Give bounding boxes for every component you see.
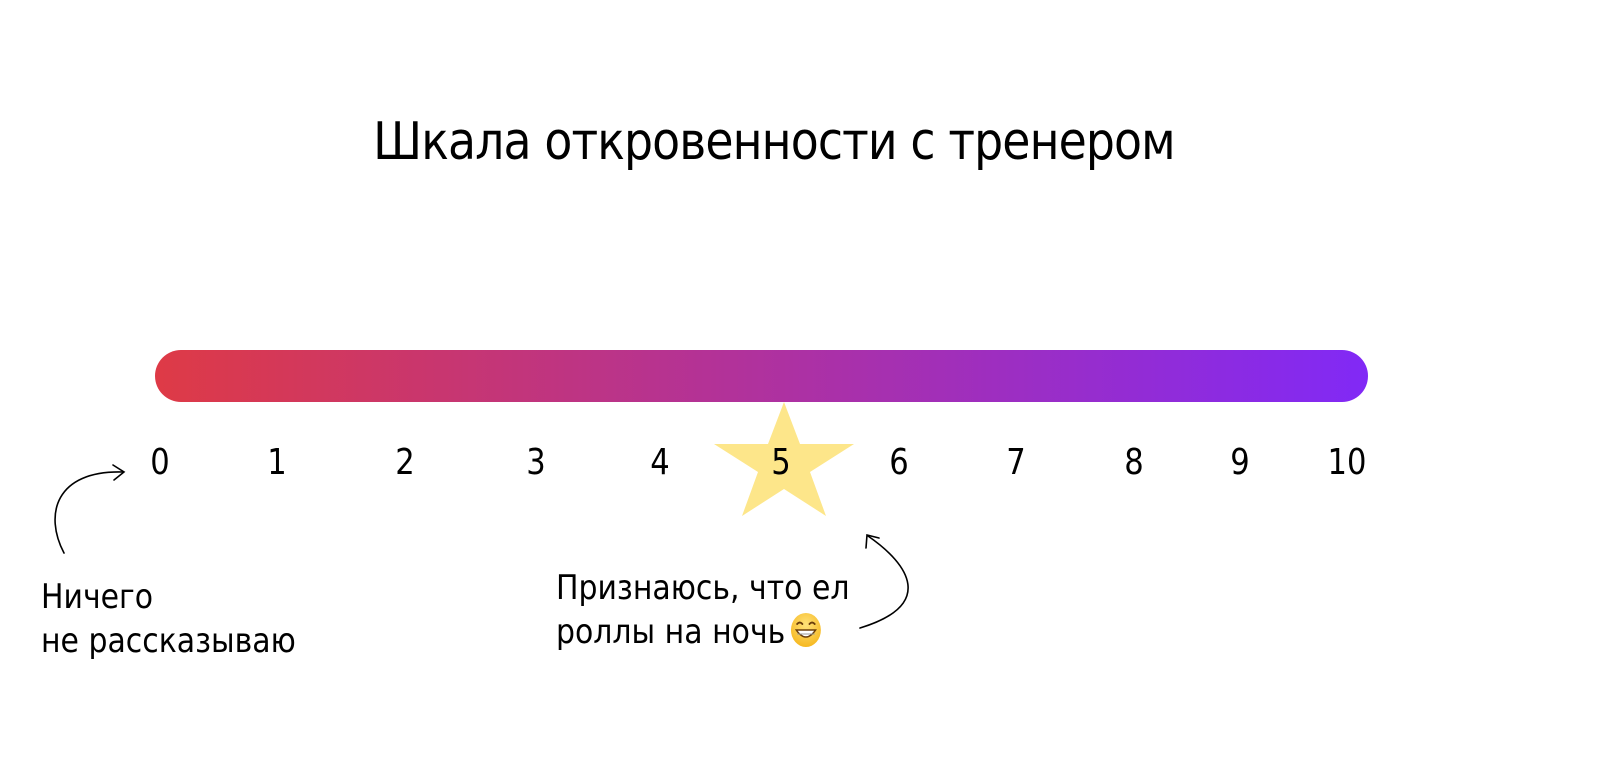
tick-label-9: 9	[1230, 442, 1250, 483]
star-highlight-icon	[714, 402, 854, 516]
grinning-face-icon	[790, 613, 821, 647]
annotation-left-line1: Ничего	[41, 577, 154, 617]
tick-label-0: 0	[150, 442, 170, 483]
annotation-right-line2-row: роллы на ночь	[556, 610, 849, 654]
left-arrow-head	[112, 464, 126, 481]
annotation-right-line2: роллы на ночь	[556, 612, 786, 652]
tick-label-2: 2	[395, 442, 415, 483]
annotation-confession: Признаюсь, что ел роллы на ночь	[556, 566, 849, 654]
tick-label-7: 7	[1006, 442, 1026, 483]
annotation-right-line1: Признаюсь, что ел	[556, 568, 850, 608]
tick-label-6: 6	[889, 442, 909, 483]
right-arrow-head	[865, 533, 880, 549]
annotation-nothing: Ничего не рассказываю	[41, 575, 296, 663]
left-arrow-curve	[54, 471, 124, 554]
page-title: Шкала откровенности с тренером	[373, 112, 1176, 172]
tick-label-10: 10	[1327, 442, 1367, 483]
tick-label-1: 1	[267, 442, 287, 483]
right-arrow-curve	[859, 535, 909, 629]
tick-label-3: 3	[526, 442, 546, 483]
annotation-left-line2: не рассказываю	[41, 621, 296, 661]
tick-label-4: 4	[650, 442, 670, 483]
gradient-scale-bar	[155, 350, 1368, 402]
tick-label-5: 5	[771, 442, 791, 483]
tick-label-8: 8	[1124, 442, 1144, 483]
